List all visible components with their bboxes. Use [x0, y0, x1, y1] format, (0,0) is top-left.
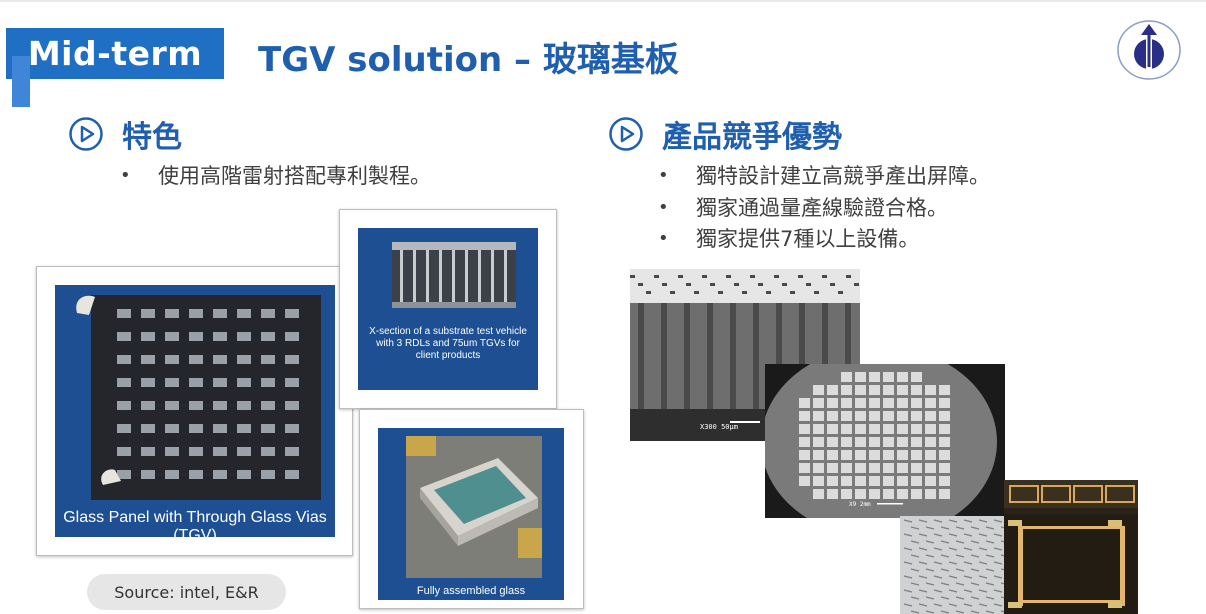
page-title: TGV solution – 玻璃基板	[258, 40, 679, 80]
badge-label: Mid-term	[27, 34, 203, 73]
assembled-caption: Fully assembled glass	[416, 585, 526, 597]
bullet-dot: •	[120, 164, 131, 186]
xsection-image-frame: X-section of a substrate test vehicle wi…	[339, 209, 557, 409]
features-bullet-text: 使用高階雷射搭配專利製程。	[158, 164, 431, 188]
xsection-image: X-section of a substrate test vehicle wi…	[358, 228, 538, 390]
advantages-bullet: • 獨家提供7種以上設備。	[658, 223, 919, 253]
advantages-bullet-text-1: 獨特設計建立高競爭產出屏障。	[696, 164, 990, 188]
assembled-illustration	[406, 436, 542, 578]
glass-panel-image-frame: Glass Panel with Through Glass Vias (TGV…	[36, 266, 353, 556]
wafer-image: X9 2mm	[765, 364, 1005, 518]
xsection-illustration	[392, 242, 516, 308]
top-divider	[0, 0, 1206, 2]
advantages-bullet: • 獨家通過量產線驗證合格。	[658, 192, 948, 222]
sem-crosssection-illustration: X300 50µm	[630, 269, 860, 441]
assembled-image-frame: Fully assembled glass	[359, 409, 584, 609]
bullet-dot: •	[658, 196, 669, 218]
bullet-dot: •	[658, 227, 669, 249]
via-array-photo	[900, 516, 1004, 614]
features-bullet: • 使用高階雷射搭配專利製程。	[120, 160, 431, 190]
glass-panel-illustration	[76, 295, 321, 500]
assembled-image: Fully assembled glass	[378, 428, 564, 600]
mid-term-badge: Mid-term	[6, 28, 224, 107]
circuit-photo	[1004, 480, 1138, 614]
company-logo-icon	[1117, 20, 1181, 80]
advantages-heading-text: 產品競爭優勢	[662, 120, 842, 155]
sem-scale-label: X300 50µm	[700, 423, 738, 431]
glass-panel-image: Glass Panel with Through Glass Vias (TGV…	[55, 285, 335, 537]
advantages-bullet-text-3: 獨家提供7種以上設備。	[696, 227, 920, 251]
via-array-illustration	[903, 519, 1004, 614]
features-heading: 特色	[68, 112, 182, 156]
bullet-dot: •	[658, 164, 669, 186]
circuit-illustration	[1004, 480, 1138, 614]
advantages-bullet-text-2: 獨家通過量產線驗證合格。	[696, 196, 948, 220]
wafer-scale-label: X9 2mm	[849, 501, 871, 508]
play-circle-icon	[609, 117, 643, 151]
features-heading-text: 特色	[122, 120, 182, 155]
play-circle-icon	[69, 117, 103, 151]
source-label: Source: intel, E&R	[87, 574, 286, 610]
advantages-bullet: • 獨特設計建立高競爭產出屏障。	[658, 160, 990, 190]
advantages-heading: 產品競爭優勢	[608, 112, 842, 156]
badge-accent-bar	[12, 56, 30, 107]
wafer-illustration: X9 2mm	[765, 364, 997, 518]
xsection-caption: X-section of a substrate test vehicle wi…	[369, 326, 527, 361]
glass-panel-caption: Glass Panel with Through Glass Vias (TGV…	[63, 509, 327, 537]
